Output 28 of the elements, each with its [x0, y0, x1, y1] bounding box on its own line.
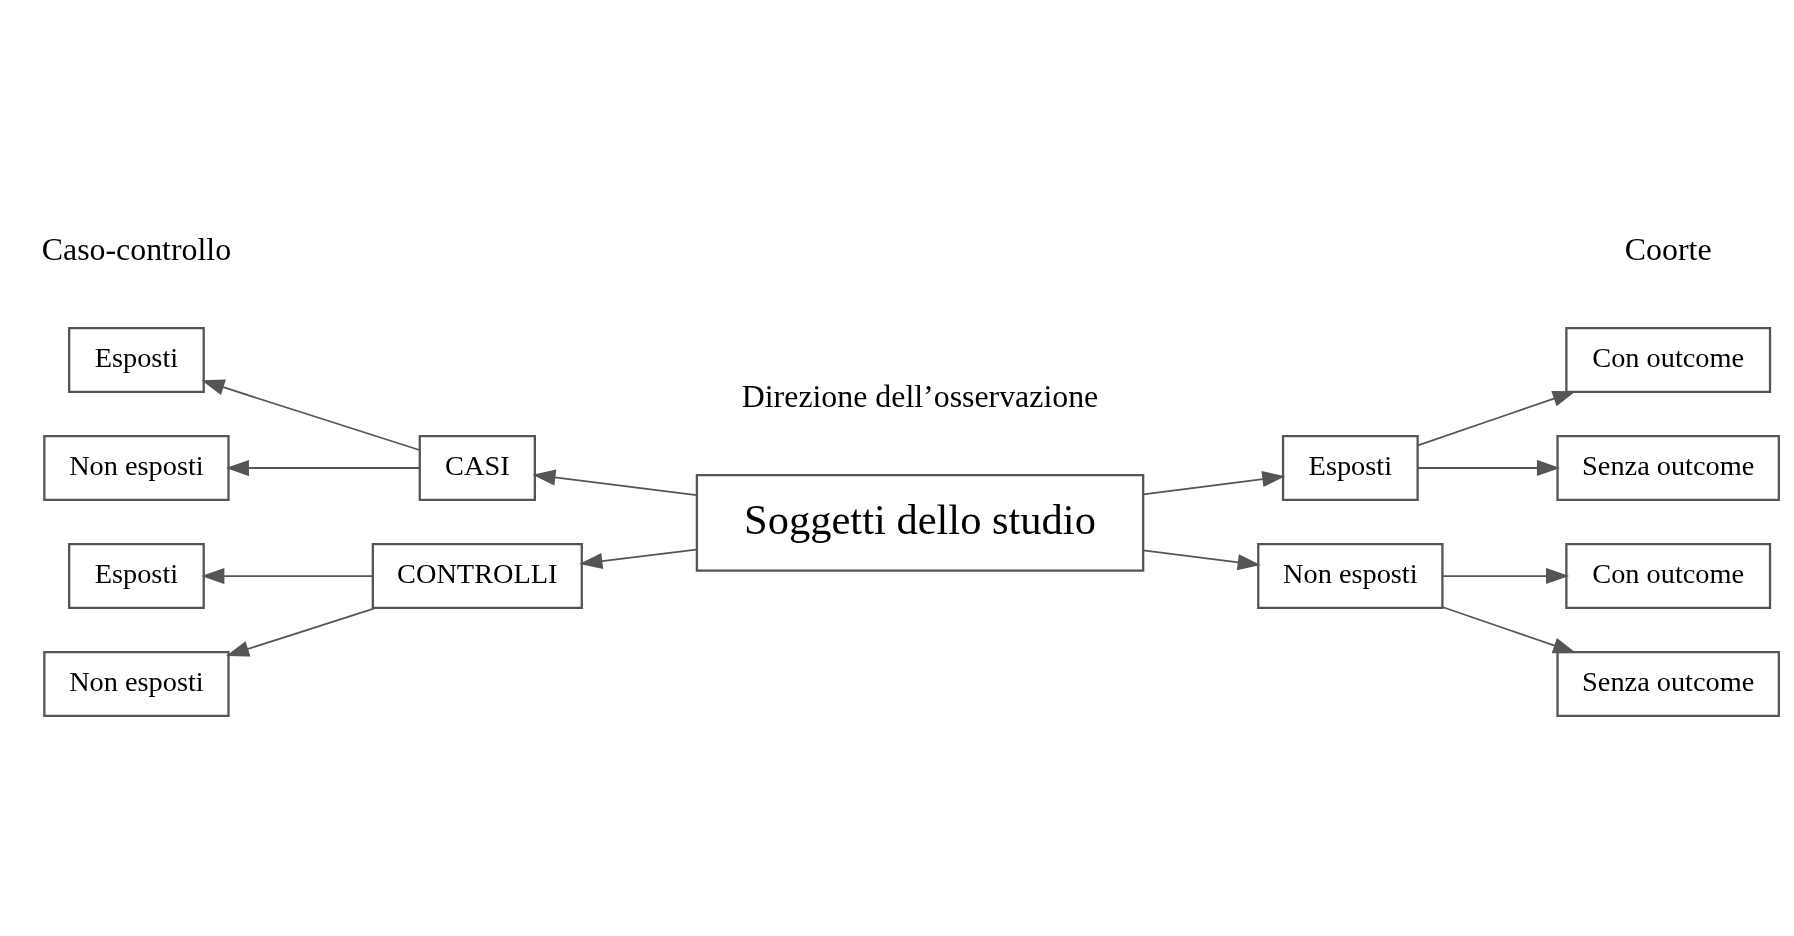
arrow	[226, 607, 377, 657]
node-box: Non esposti	[1257, 543, 1444, 610]
arrow	[225, 459, 421, 477]
node-box: Esposti	[68, 326, 205, 393]
label: Direzione dell’osservazione	[741, 378, 1099, 414]
arrow	[1442, 567, 1570, 585]
label: Caso-controllo	[41, 231, 232, 267]
arrow	[201, 567, 374, 585]
node-box: Con outcome	[1565, 543, 1772, 610]
node-box: Soggetti dello studio	[695, 473, 1145, 572]
node-box: Senza outcome	[1556, 435, 1781, 502]
label: Coorte	[1624, 231, 1712, 267]
arrow	[1417, 459, 1560, 477]
arrow	[579, 548, 698, 570]
node-box: Esposti	[68, 543, 205, 610]
arrow	[1417, 391, 1576, 447]
node-box: Con outcome	[1565, 326, 1772, 393]
node-box: CONTROLLI	[371, 543, 583, 610]
node-box: CASI	[418, 435, 536, 502]
arrow	[532, 469, 698, 497]
node-box: Non esposti	[43, 651, 230, 718]
node-box: Senza outcome	[1556, 651, 1781, 718]
arrow	[1142, 471, 1286, 496]
arrow	[1142, 549, 1261, 571]
arrow	[201, 379, 421, 451]
node-box: Non esposti	[43, 435, 230, 502]
node-box: Esposti	[1281, 435, 1419, 502]
arrow	[1442, 606, 1577, 654]
